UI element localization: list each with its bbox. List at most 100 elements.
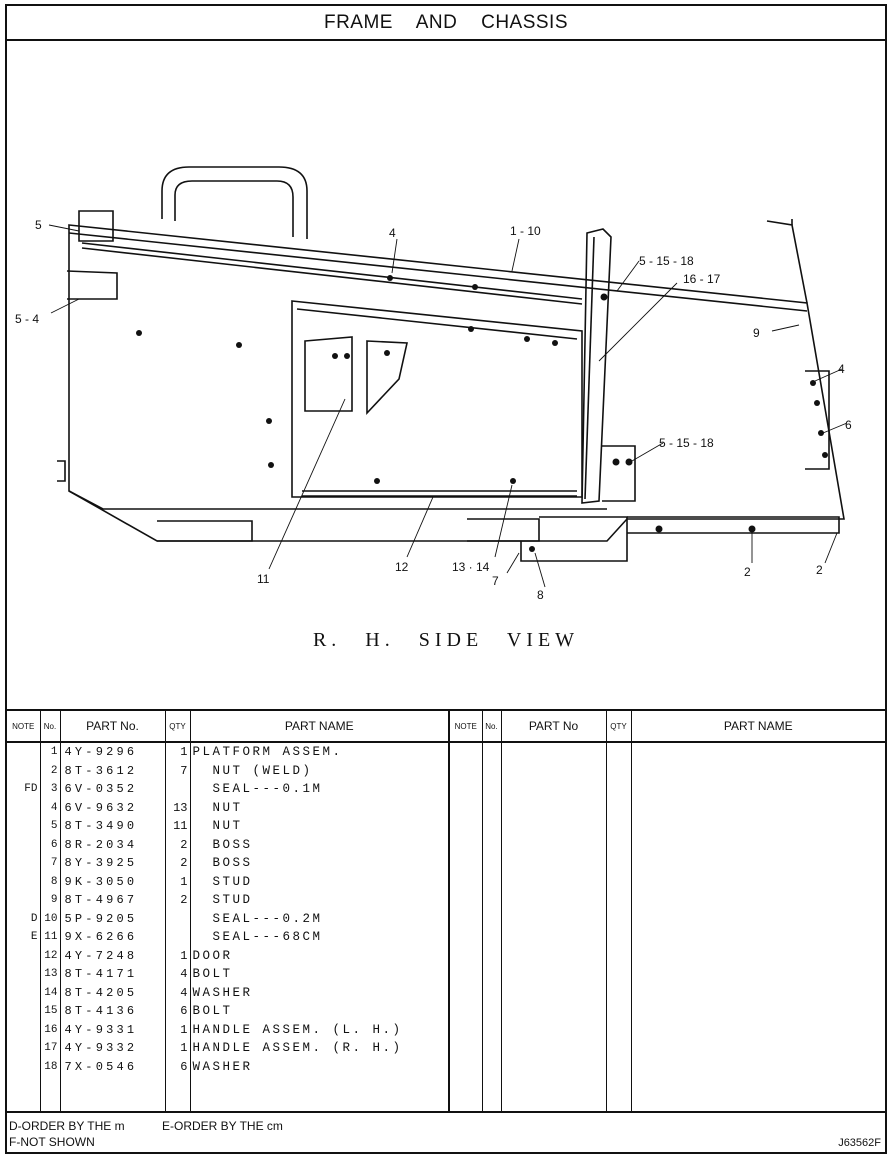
table-cell: 8Y-3925 [64,856,138,870]
table-cell: 2 [180,837,188,852]
table-cell: 4Y-9331 [64,1022,138,1037]
col-no-2: No. [482,711,502,743]
table-cell: 4 [180,985,188,1000]
table-cell: 5 [50,820,58,832]
table-cell: SEAL---68CM [192,930,323,944]
table-cell: BOLT [192,967,233,981]
col-part-no: PART No. [60,711,166,743]
table-cell [166,928,190,947]
table-cell: SEAL---0.1M [192,782,323,796]
table-cell: 6 [180,1059,188,1074]
table-cell: 2 [180,856,188,870]
col-part-name: PART NAME [190,711,450,743]
table-cell [7,1039,40,1058]
callout-label: 6 [845,418,852,432]
footer-notes: D-ORDER BY THE m E-ORDER BY THE cm F-NOT… [7,1111,885,1154]
table-cell: BOSS [192,856,253,870]
table-cell: PLATFORM ASSEM. [192,745,343,759]
table-cell: 8T-3612 [64,763,138,778]
table-cell: 18 [44,1060,58,1073]
callout-label: 13 · 14 [452,560,490,574]
table-cell [7,854,40,873]
callout-label: 12 [395,560,409,574]
callout-label: 8 [537,588,544,602]
table-cell [7,984,40,1003]
col-qty-2: QTY [606,711,632,743]
table-cell: 1 [180,1022,188,1037]
table-cell [7,743,40,762]
table-cell: 7 [50,857,58,869]
table-cell: 7X-0546 [64,1059,138,1074]
view-label: R. H. SIDE VIEW [312,629,580,651]
table-cell: 17 [44,1042,58,1054]
table-cell: 5P-9205 [64,911,138,926]
table-cell: BOLT [192,1004,233,1018]
table-cell [7,762,40,781]
table-cell: SEAL---0.2M [192,911,323,926]
table-cell: 13 [173,800,188,815]
table-cell [166,910,190,929]
callout-label: 5 - 4 [15,312,39,326]
table-cell: WASHER [192,985,253,1000]
callout-label: 16 - 17 [683,272,721,286]
table-cell: 6V-9632 [64,800,138,815]
fastener-dots [136,275,828,552]
table-cell: 1 [180,874,188,889]
table-cell [7,799,40,818]
table-cell: 7 [180,763,188,778]
note-e: E-ORDER BY THE cm [162,1119,283,1133]
leader-lines [48,224,848,588]
table-cell: 1 [180,1041,188,1055]
table-cell [7,891,40,910]
table-cell: 4Y-9332 [64,1041,138,1055]
table-cell [7,1058,40,1077]
table-cell: 10 [44,912,58,925]
table-cell: DOOR [192,948,233,963]
table-cell: 8R-2034 [64,837,138,852]
table-cell: 8T-4171 [64,967,138,981]
table-cell: NUT (WELD) [192,763,313,778]
table-cell: 11 [44,931,58,943]
page-title: FRAME AND CHASSIS [7,6,885,41]
table-cell: 4 [50,801,58,814]
callout-label: 5 - 15 - 18 [659,436,714,450]
table-cell: 9K-3050 [64,874,138,889]
platform-drawing: 5 5 - 4 4 1 - 10 5 - 15 - 18 16 - 17 9 4… [15,166,852,602]
table-cell: HANDLE ASSEM. (R. H.) [192,1041,403,1055]
table-cell: WASHER [192,1059,253,1074]
table-cell: HANDLE ASSEM. (L. H.) [192,1022,403,1037]
table-cell: 2 [180,893,188,907]
callout-label: 2 [744,565,751,579]
note-column-2 [449,742,483,1111]
callout-label: 5 - 15 - 18 [639,254,694,268]
table-cell: 2 [50,764,58,777]
table-cell: 6 [50,838,58,851]
platform-diagram: 5 5 - 4 4 1 - 10 5 - 15 - 18 16 - 17 9 4… [7,41,885,711]
table-cell: 8T-4967 [64,893,138,907]
col-note: NOTE [7,711,41,743]
col-note-2: NOTE [449,711,483,743]
table-cell: 1 [180,745,188,759]
table-cell: 4Y-7248 [64,948,138,963]
table-cell [7,836,40,855]
part-name-column: PLATFORM ASSEM. NUT (WELD) SEAL---0.1M N… [190,742,450,1111]
col-part-name-2: PART NAME [631,711,885,743]
table-cell: D [30,912,38,925]
parts-table: NOTE No. PART No. QTY PART NAME NOTE No.… [7,711,885,1111]
table-cell: NUT [192,819,243,833]
table-cell: 15 [44,1005,58,1017]
table-cell: STUD [192,874,253,889]
col-part-no-2: PART No [501,711,607,743]
table-cell: 3 [50,783,58,795]
table-cell: 6V-0352 [64,782,138,796]
callout-label: 5 [35,218,42,232]
table-header-row: NOTE No. PART No. QTY PART NAME NOTE No.… [7,711,885,743]
quantity-column-2 [606,742,632,1111]
table-cell [7,817,40,836]
frame-linework [57,166,845,562]
table-cell: 4 [180,967,188,981]
